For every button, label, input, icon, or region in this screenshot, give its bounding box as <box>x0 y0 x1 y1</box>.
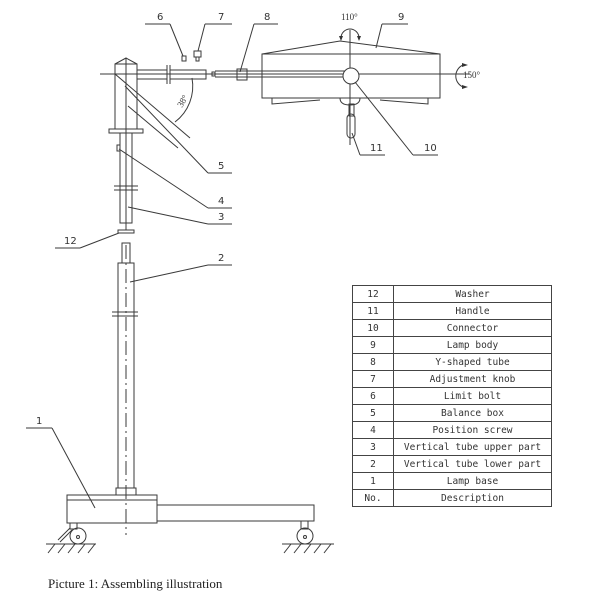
angle-150-indicator: 150° <box>455 63 481 89</box>
header-no: No. <box>352 489 394 507</box>
svg-text:4: 4 <box>218 196 224 207</box>
angle-150-label: 150° <box>463 70 481 80</box>
svg-text:7: 7 <box>218 12 224 23</box>
part-number: 5 <box>352 404 394 422</box>
part-number: 9 <box>352 336 394 354</box>
part-description: Limit bolt <box>393 387 552 405</box>
part-number: 3 <box>352 438 394 456</box>
callout-8: 8 <box>239 12 278 73</box>
header-description: Description <box>393 489 552 507</box>
part-number: 4 <box>352 421 394 439</box>
part-description: Washer <box>393 285 552 303</box>
part-description: Balance box <box>393 404 552 422</box>
svg-text:3: 3 <box>218 212 224 223</box>
vertical-tube-upper-part <box>114 132 138 224</box>
svg-text:5: 5 <box>218 161 224 172</box>
callout-10: 10 <box>354 81 438 156</box>
part-description: Lamp base <box>393 472 552 490</box>
svg-text:6: 6 <box>157 12 163 23</box>
callout-9: 9 <box>375 12 408 49</box>
svg-text:11: 11 <box>370 143 383 154</box>
callout-12: 12 <box>55 232 120 249</box>
handle <box>346 103 356 139</box>
callout-7: 7 <box>197 12 232 52</box>
part-description: Adjustment knob <box>393 370 552 388</box>
part-number: 7 <box>352 370 394 388</box>
part-number: 2 <box>352 455 394 473</box>
svg-text:2: 2 <box>218 253 224 264</box>
callout-6: 6 <box>145 12 184 57</box>
parts-table-header-row: No. Description <box>352 489 552 507</box>
callout-4: 4 <box>118 148 232 209</box>
washer <box>117 229 135 234</box>
part-description: Y-shaped tube <box>393 353 552 371</box>
callout-5: 5 <box>124 85 232 174</box>
figure-caption: Picture 1: Assembling illustration <box>48 576 223 591</box>
part-number: 11 <box>352 302 394 320</box>
svg-text:1: 1 <box>36 416 42 427</box>
lamp-base <box>57 494 315 545</box>
part-number: 10 <box>352 319 394 337</box>
limit-bolt <box>181 55 187 62</box>
part-number: 12 <box>352 285 394 303</box>
part-number: 8 <box>352 353 394 371</box>
part-description: Connector <box>393 319 552 337</box>
part-number: 6 <box>352 387 394 405</box>
svg-text:10: 10 <box>424 143 437 154</box>
callout-2: 2 <box>129 253 232 283</box>
angle-110-indicator: 110° <box>339 12 361 41</box>
horizontal-arm <box>136 65 207 84</box>
part-number: 1 <box>352 472 394 490</box>
callout-1: 1 <box>26 416 96 509</box>
part-description: Handle <box>393 302 552 320</box>
y-shaped-tube <box>211 68 345 81</box>
ground-line <box>46 543 334 554</box>
part-description: Vertical tube lower part <box>393 455 552 473</box>
callout-3: 3 <box>127 206 232 225</box>
lamp-body <box>261 40 441 106</box>
part-description: Position screw <box>393 421 552 439</box>
connector <box>342 67 360 85</box>
adjustment-knob <box>193 50 202 62</box>
svg-text:12: 12 <box>64 236 77 247</box>
callout-11: 11 <box>351 132 385 156</box>
angle-110-label: 110° <box>341 12 358 22</box>
svg-text:9: 9 <box>398 12 404 23</box>
part-description: Vertical tube upper part <box>393 438 552 456</box>
svg-text:8: 8 <box>264 12 270 23</box>
angle-38-indicator: 38° <box>114 73 194 149</box>
position-screw <box>116 144 121 152</box>
part-description: Lamp body <box>393 336 552 354</box>
